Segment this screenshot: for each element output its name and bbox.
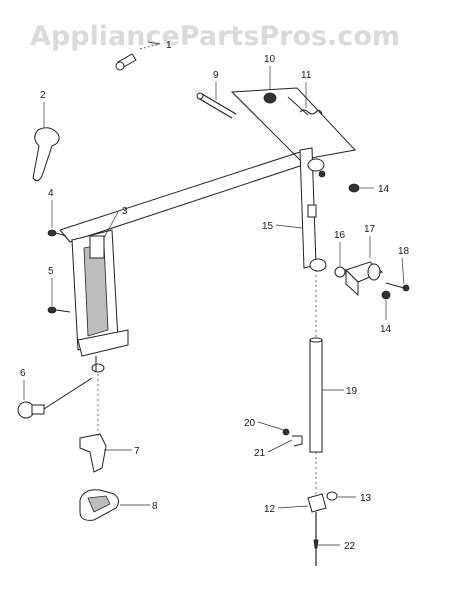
callout-9: 9: [213, 70, 219, 81]
callout-22: 22: [344, 541, 356, 552]
callout-2: 2: [40, 90, 46, 101]
callout-13: 13: [360, 493, 372, 504]
part-thumbscrew-6: [17, 377, 93, 419]
part-presser-foot-8: [79, 489, 120, 521]
part-screw-18: [385, 282, 410, 292]
part-lever-2: [32, 127, 60, 182]
part-screw-5: [47, 306, 71, 314]
part-bracket-3: [71, 229, 129, 373]
top-frame-plate: [59, 87, 356, 243]
part-thread-guide-21: [292, 435, 303, 447]
part-link-15: [299, 147, 326, 269]
callout-17: 17: [364, 224, 376, 235]
callout-4: 4: [48, 188, 54, 199]
callout-20: 20: [244, 418, 256, 429]
part-washer-14a: [348, 183, 360, 193]
callout-7: 7: [134, 446, 140, 457]
callout-3: 3: [122, 206, 128, 217]
part-needle-clamp-12: [307, 493, 327, 513]
part-block-17: [345, 261, 383, 297]
callout-21: 21: [254, 448, 266, 459]
part-screw-4: [47, 229, 67, 237]
part-nut-16: [309, 258, 346, 278]
callout-6: 6: [20, 368, 26, 379]
part-screw-13: [326, 491, 338, 501]
part-screw-20: [282, 428, 290, 436]
callout-leaders: [23, 41, 405, 546]
callout-11: 11: [301, 70, 312, 81]
callout-5: 5: [48, 266, 54, 277]
callout-15: 15: [262, 221, 274, 232]
part-foot-holder-7: [79, 374, 107, 473]
part-shaft-9: [196, 92, 237, 119]
callout-18: 18: [398, 246, 410, 257]
part-pin-1: [115, 43, 161, 71]
callout-16: 16: [334, 230, 346, 241]
callout-14a: 14: [378, 184, 390, 195]
callout-10: 10: [264, 54, 276, 65]
callout-12: 12: [264, 504, 276, 515]
part-needle-bar-19: [309, 270, 323, 495]
callout-8: 8: [152, 501, 158, 512]
callout-1: 1: [166, 40, 172, 51]
watermark-text: AppliancePartsPros.com: [30, 21, 400, 52]
callout-14b: 14: [380, 324, 392, 335]
callout-19: 19: [346, 386, 358, 397]
part-washer-10: [263, 92, 277, 104]
part-washer-14b: [381, 290, 391, 300]
part-needle-22: [313, 512, 319, 566]
part-spring-11: [287, 96, 323, 116]
callout-labels: 1 2 3 4 5 6 7 8 9 10 11 12 13 14 14 15 1…: [20, 40, 410, 552]
